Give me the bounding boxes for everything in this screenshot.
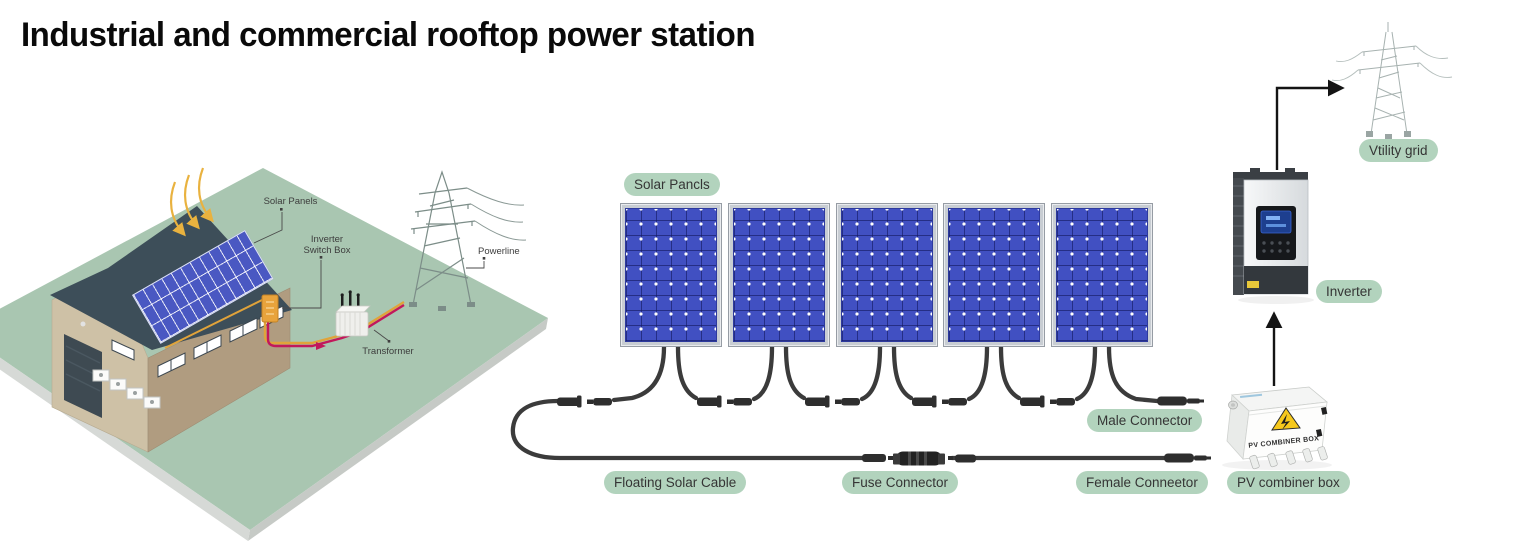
label-solar-panels: Solar Panels [263, 196, 318, 207]
inverter-device [1233, 168, 1314, 304]
tower-feet [409, 302, 475, 311]
grid-wires [1331, 45, 1453, 81]
eave-wire-yellow [164, 299, 263, 349]
grid-tower-feet [1366, 131, 1411, 140]
pill-floating-solar-cable: Floating Solar Cable [604, 471, 747, 494]
pill-female-connector: Female Conneetor [1076, 471, 1208, 494]
lightning-bolt-icon [1281, 414, 1290, 430]
inverter-sticker [1247, 281, 1259, 288]
pill-male-connector: Male Connector [1087, 409, 1203, 432]
combiner-glands [1249, 446, 1328, 470]
label-inverter-line2: Switch Box [303, 245, 351, 256]
powerline-wires [466, 187, 527, 241]
pill-utility-grid: Vtility grid [1359, 139, 1438, 162]
label-powerline: Powerline [478, 246, 520, 257]
scene-power-tower [410, 170, 476, 306]
label-transformer: Transformer [362, 346, 414, 357]
arrow-inverter-to-grid [1275, 79, 1345, 170]
garage-door [64, 334, 102, 418]
page-title: Industrial and commercial rooftop power … [21, 16, 756, 54]
ground-wiring [164, 299, 405, 350]
fuse-connector [862, 451, 976, 466]
wire-arrowhead [316, 342, 326, 350]
female-connector [1164, 453, 1211, 463]
warning-triangle-icon [1271, 407, 1301, 431]
solar-panel [1051, 203, 1153, 347]
inverter-lcd-screen [1260, 210, 1292, 234]
leader-lines [253, 212, 485, 342]
pill-fuse-connector: Fuse Connector [842, 471, 959, 494]
pill-inverter: Inverter [1316, 280, 1382, 303]
solar-panel [943, 203, 1045, 347]
rooftop-scene [0, 167, 548, 541]
pill-solar-panels: Solar Pancls [624, 173, 720, 196]
solar-panel [620, 203, 722, 347]
solar-panel [836, 203, 938, 347]
ac-units [92, 369, 161, 409]
sun-rays-icon [169, 167, 214, 237]
string-cables [510, 344, 1167, 461]
door-sign [80, 321, 86, 327]
label-inverter-switch-box: Inverter Switch Box [296, 234, 358, 256]
solar-panel [728, 203, 830, 347]
male-connector [1157, 396, 1204, 406]
wire-red [266, 303, 405, 348]
inverter-switch-box [261, 294, 279, 323]
inverter-buttons [1262, 241, 1290, 253]
ground-edge-right [248, 318, 548, 541]
gable-window [111, 339, 135, 361]
window-mullions [170, 312, 272, 371]
label-inverter-line1: Inverter [310, 234, 344, 245]
utility-grid-tower [1331, 22, 1453, 140]
combiner-side-slots [1316, 406, 1328, 437]
transformer [335, 290, 371, 337]
floating-solar-cable [510, 398, 885, 461]
pv-combiner-box-device: PV COMBINER BOX [1222, 386, 1332, 470]
leader-dots [280, 208, 486, 343]
pill-pv-combiner-box: PV combiner box [1227, 471, 1350, 494]
